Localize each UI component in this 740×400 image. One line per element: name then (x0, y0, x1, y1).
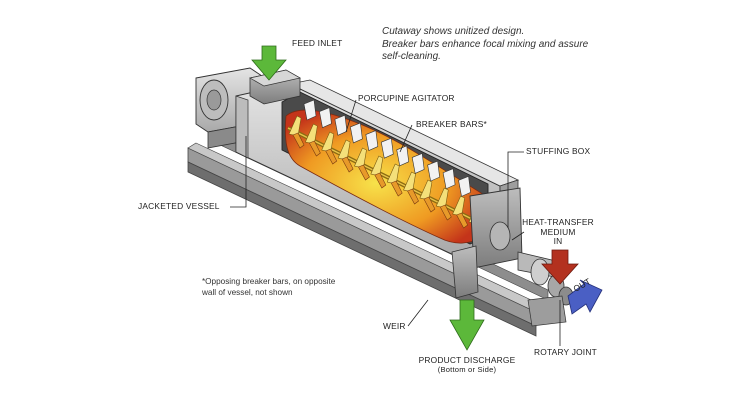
out-arrow (567, 279, 603, 315)
label-feed-inlet: FEED INLET (292, 38, 343, 48)
footnote-line-2: wall of vessel, not shown (202, 288, 293, 298)
breaker-bar (396, 145, 410, 167)
agitator-paddle (358, 164, 370, 181)
breaker-bars (303, 99, 471, 197)
feed-inlet-arrow (251, 45, 287, 81)
breaker-bar (411, 153, 425, 174)
agitator-paddle (390, 180, 403, 197)
caption: Cutaway shows unitized design. Breaker b… (382, 26, 588, 64)
label-jacketed-vessel: JACKETED VESSEL (138, 201, 220, 211)
label-heat-transfer-line-1: HEAT-TRANSFER (522, 217, 594, 227)
agitator-paddle (439, 204, 452, 221)
breaker-bar (442, 168, 456, 190)
footnote-line-1: *Opposing breaker bars, on opposite (202, 277, 336, 286)
agitator-paddle (341, 156, 354, 173)
product-discharge-arrow (449, 299, 485, 351)
caption-line-2: Breaker bars enhance focal mixing and as… (382, 38, 589, 50)
breaker-bar (350, 122, 363, 144)
agitator-paddle (374, 172, 387, 189)
discharge-spout (451, 245, 479, 299)
breaker-bar (365, 130, 379, 151)
agitator-paddle (407, 188, 419, 205)
agitator-paddle (308, 140, 321, 157)
label-stuffing-box: STUFFING BOX (526, 146, 591, 156)
breaker-bar (380, 137, 394, 159)
label-product-discharge: PRODUCT DISCHARGE (Bottom or Side) (402, 355, 532, 374)
breaker-bar (303, 99, 317, 121)
label-porcupine-agitator: PORCUPINE AGITATOR (358, 93, 455, 103)
agitator-paddle (423, 196, 436, 213)
footnote: *Opposing breaker bars, on opposite wall… (202, 276, 335, 298)
label-heat-transfer-line-2: MEDIUM (540, 226, 576, 237)
caption-line-1: Cutaway shows unitized design. (382, 26, 525, 37)
label-heat-transfer-line-3: IN (553, 236, 563, 247)
stuffing-box (469, 187, 523, 269)
leader-lines (230, 99, 561, 346)
label-product-discharge-main: PRODUCT DISCHARGE (418, 355, 516, 365)
heat-transfer-in-arrow (541, 249, 579, 285)
agitator-paddle (325, 148, 338, 165)
caption-line-3: self-cleaning. (382, 51, 441, 62)
breaker-bar (458, 175, 471, 197)
label-weir: WEIR (383, 321, 406, 331)
agitator-paddle (456, 212, 469, 229)
breaker-bar (427, 160, 440, 182)
label-rotary-joint: ROTARY JOINT (534, 347, 597, 357)
label-product-discharge-sub: (Bottom or Side) (437, 364, 497, 374)
breaker-bar (319, 107, 332, 129)
agitator-paddle (292, 132, 305, 149)
breaker-bar (334, 114, 348, 136)
label-breaker-bars: BREAKER BARS* (416, 119, 488, 129)
label-heat-transfer-medium-in: HEAT-TRANSFER MEDIUM IN (522, 217, 594, 247)
